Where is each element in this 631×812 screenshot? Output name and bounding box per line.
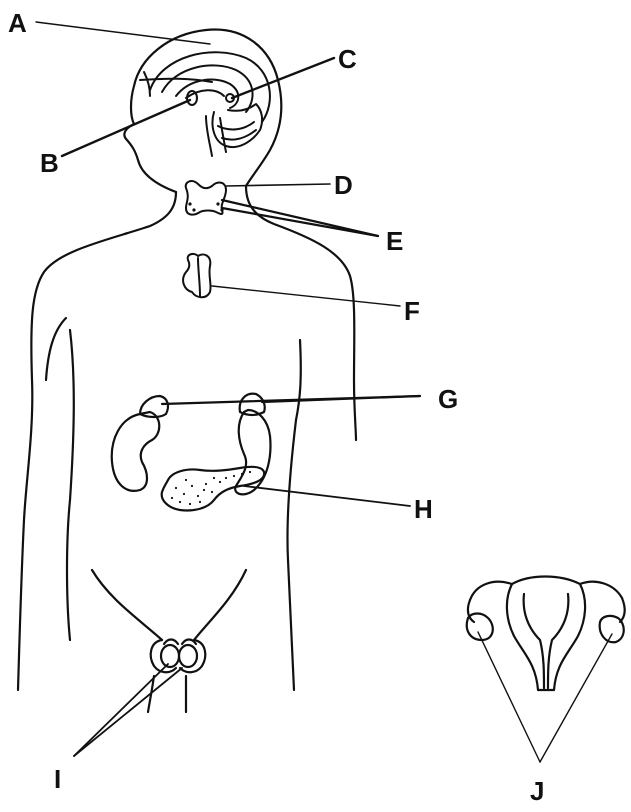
parathyroid-dot bbox=[192, 208, 195, 211]
label-j: J bbox=[530, 776, 544, 806]
label-a: A bbox=[8, 8, 27, 38]
label-b: B bbox=[40, 148, 59, 178]
cerebellum bbox=[213, 104, 263, 147]
left-lower-torso bbox=[67, 330, 74, 640]
left-inner-arm bbox=[46, 318, 66, 380]
parathyroid-dot bbox=[216, 202, 219, 205]
parathyroid-dot bbox=[188, 202, 191, 205]
label-i: I bbox=[54, 764, 61, 794]
leader-line-d bbox=[226, 184, 330, 186]
right-kidney bbox=[235, 410, 270, 494]
right-lower-torso bbox=[287, 420, 296, 690]
brain bbox=[140, 52, 270, 156]
left-kidney bbox=[112, 412, 160, 491]
leader-line-e2 bbox=[222, 208, 378, 236]
label-c: C bbox=[338, 44, 357, 74]
leader-line-i bbox=[74, 664, 168, 756]
left-testis bbox=[161, 645, 179, 667]
label-f: F bbox=[404, 296, 420, 326]
leader-line-b bbox=[62, 100, 190, 156]
pituitary-gland bbox=[187, 91, 197, 105]
kidneys bbox=[112, 394, 271, 495]
leader-line-i2 bbox=[74, 668, 182, 756]
label-g: G bbox=[438, 384, 458, 414]
leader-line-f bbox=[212, 286, 400, 306]
testes bbox=[151, 640, 206, 673]
leader-lines bbox=[36, 22, 612, 762]
thyroid-gland bbox=[186, 181, 226, 215]
label-d: D bbox=[334, 170, 353, 200]
label-h: H bbox=[414, 494, 433, 524]
pancreas bbox=[162, 467, 265, 511]
right-fallopian-tube bbox=[620, 598, 625, 622]
right-ovary bbox=[600, 616, 624, 642]
left-leg-line bbox=[92, 570, 162, 640]
pancreas-stipple bbox=[171, 471, 251, 505]
leader-line-e bbox=[222, 200, 378, 236]
right-testis bbox=[179, 645, 197, 667]
leader-line-g2 bbox=[262, 396, 420, 402]
right-inner-arm bbox=[296, 340, 301, 420]
body-outline bbox=[18, 30, 356, 712]
leader-line-h bbox=[244, 486, 410, 506]
leader-line-a bbox=[36, 22, 210, 44]
right-leg-line bbox=[194, 570, 246, 640]
leader-line-j2 bbox=[540, 634, 612, 762]
labels: A B C D E F G H I J bbox=[8, 8, 544, 806]
thymus-gland bbox=[183, 254, 210, 297]
label-e: E bbox=[386, 226, 403, 256]
female-reproductive-organs bbox=[467, 577, 625, 691]
inner-leg-lines bbox=[148, 676, 186, 712]
leader-line-j bbox=[478, 632, 540, 762]
